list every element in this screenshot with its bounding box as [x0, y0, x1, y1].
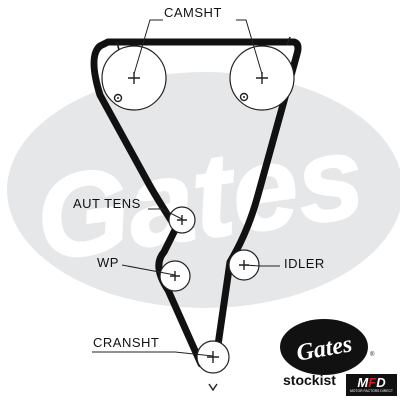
auto-tensioner-leader	[148, 208, 183, 220]
auto-tensioner-pulley	[168, 206, 196, 234]
mfd-letter-f: F	[368, 375, 377, 390]
water-pump-pulley	[159, 260, 191, 292]
camshaft-leader	[133, 19, 263, 75]
leader-lines	[92, 19, 280, 357]
stockist-text: stockist	[283, 372, 336, 388]
mfd-badge: MFD MOTOR FACTORS DIRECT	[346, 374, 397, 396]
dowel-hole-center-icon	[243, 96, 245, 98]
mfd-letter-d: D	[376, 375, 386, 390]
dowel-hole-icon	[239, 92, 249, 102]
dowel-hole-icon	[113, 93, 123, 103]
registered-mark-icon: ®	[370, 351, 375, 358]
timing-mark-icon	[286, 36, 291, 46]
timing-mark-icon	[116, 41, 120, 51]
idler-leader	[243, 264, 280, 267]
gates-logo-ellipse	[280, 319, 368, 375]
crankshaft-label: CRANSHT	[93, 335, 160, 350]
dowel-hole-center-icon	[117, 97, 119, 99]
timing-mark-icon	[208, 383, 218, 392]
auto-tensioner-label: AUT TENS	[73, 196, 141, 211]
center-cross-icon	[170, 271, 180, 281]
water-pump-leader	[121, 264, 176, 276]
mfd-subtitle: MOTOR FACTORS DIRECT	[349, 389, 393, 393]
water-pump-label: WP	[97, 255, 119, 270]
idler-label: IDLER	[284, 256, 325, 271]
center-cross-icon	[207, 351, 219, 363]
crankshaft-pulley	[196, 340, 230, 392]
camshaft-label: CAMSHT	[164, 5, 222, 20]
center-cross-icon	[177, 215, 187, 225]
mfd-letter-m: M	[357, 375, 369, 390]
gates-logo: Gates ®	[280, 319, 375, 375]
camshaft-pulley-left	[101, 41, 167, 111]
watermark-ellipse	[7, 72, 400, 308]
crankshaft-leader	[92, 351, 214, 357]
mfd-letters: MFD	[346, 375, 397, 390]
